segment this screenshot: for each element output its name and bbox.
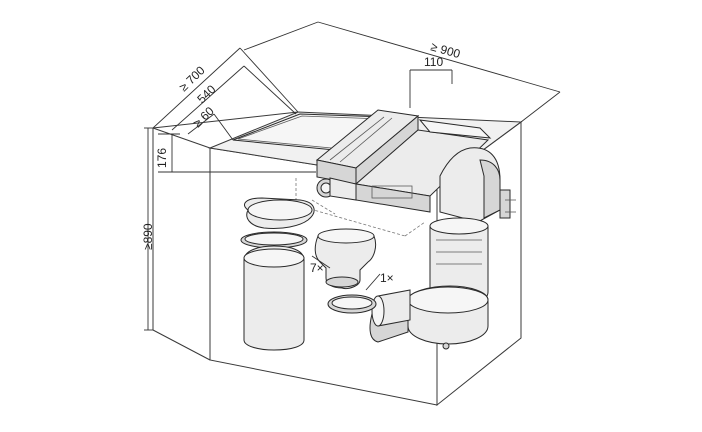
- dim-label-depth-540: 540: [194, 82, 218, 106]
- extractor-unit: [315, 109, 516, 350]
- sleeve-quantity-label: 1×: [380, 271, 394, 285]
- ring-quantity-label: 7×: [310, 261, 324, 275]
- oval-lid: [244, 197, 315, 229]
- oval-duct-sleeve: [243, 245, 305, 351]
- transition-adapter: [314, 228, 377, 289]
- round-ring-clamp: [327, 294, 377, 314]
- dim-label-height-176: 176: [155, 148, 169, 168]
- dimension-lines: [144, 21, 561, 331]
- dim-label-height-890: ≥890: [141, 223, 155, 250]
- dim-label-depth-60: ≥ 60: [190, 104, 217, 130]
- quantity-leaders: [311, 255, 381, 291]
- dim-label-offset-110: 110: [424, 55, 443, 69]
- oval-ring-gasket: [240, 231, 308, 249]
